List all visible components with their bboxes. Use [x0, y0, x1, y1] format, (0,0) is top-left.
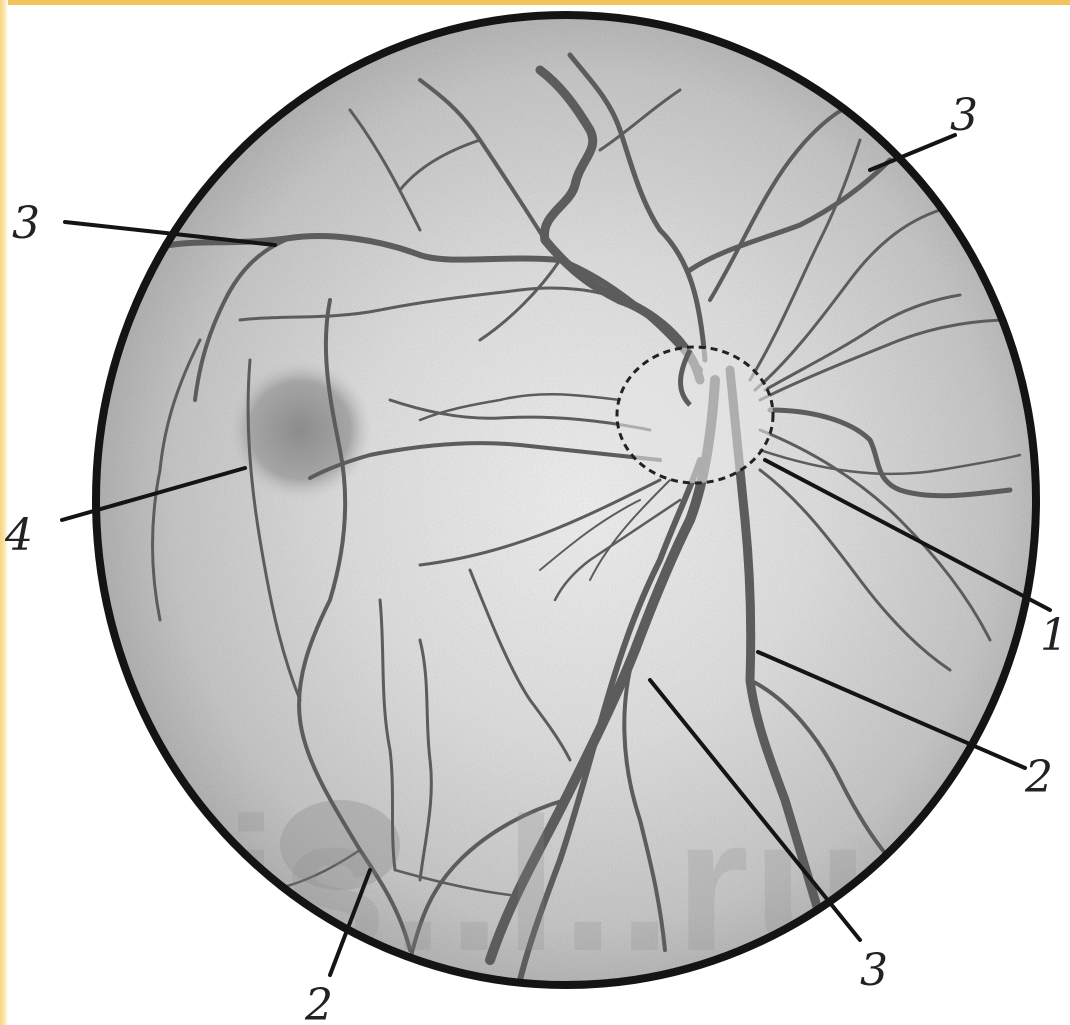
label-fovea: 4 [4, 510, 33, 561]
label-optic-disc: 1 [1040, 610, 1068, 661]
label-vein-bottom: 2 [304, 980, 333, 1025]
label-artery-top-right: 3 [950, 90, 978, 141]
watermark: sis..l..ru [115, 779, 873, 991]
label-artery-bottom: 3 [860, 945, 888, 996]
label-artery-top-left: 3 [12, 198, 40, 249]
label-vein-right: 2 [1024, 752, 1053, 803]
